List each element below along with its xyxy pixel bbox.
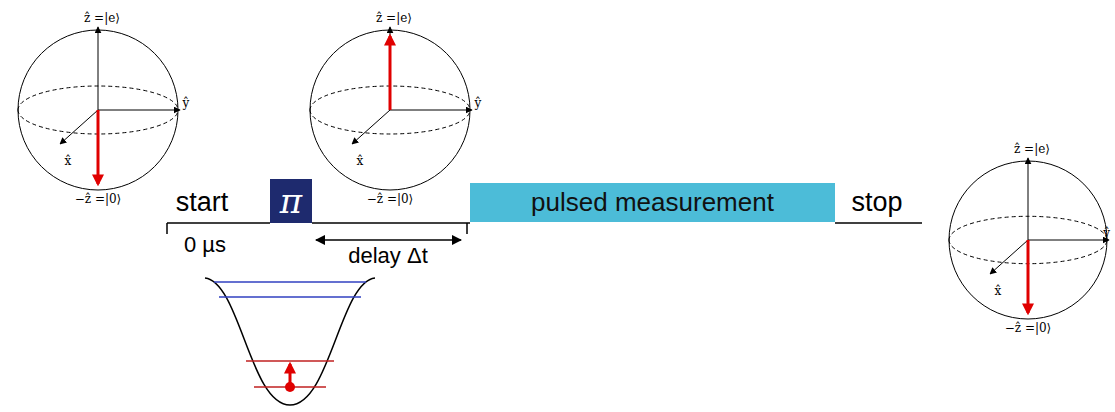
timeline: [167, 223, 922, 240]
axis-label: −ẑ =|0⟩: [367, 193, 414, 206]
x-axis: [352, 110, 390, 144]
x-axis: [60, 110, 98, 144]
node-text: π: [280, 181, 302, 221]
y-axis: [1028, 240, 1109, 241]
timeline-label: 0 µs: [184, 233, 226, 257]
y-axis: [98, 110, 180, 111]
axis-label: x̂: [995, 285, 1002, 298]
z-axis: [390, 27, 391, 110]
equator-front: [310, 110, 470, 134]
axis-label: ŷ: [183, 97, 190, 110]
timeline-label: start: [176, 188, 229, 218]
axis-label: x̂: [357, 155, 364, 168]
y-axis: [390, 110, 472, 111]
axis-label: ẑ =|e⟩: [84, 12, 120, 25]
z-axis: [1028, 158, 1029, 240]
axis-label: −ẑ =|0⟩: [75, 193, 122, 206]
state-vector: [1027, 240, 1030, 313]
z-axis: [98, 27, 99, 110]
state-vector: [97, 110, 100, 184]
measurement-box: pulsed measurement: [470, 183, 835, 222]
axis-label: ẑ =|e⟩: [376, 12, 412, 25]
axis-label: −ẑ =|0⟩: [1005, 322, 1052, 335]
state-vector: [389, 36, 392, 110]
timeline-label: stop: [851, 188, 902, 218]
axis-label: ẑ =|e⟩: [1014, 143, 1050, 156]
x-axis: [990, 240, 1028, 274]
axis-label: x̂: [65, 155, 72, 168]
axis-label: ŷ: [1103, 227, 1110, 240]
node-text: pulsed measurement: [531, 187, 774, 218]
axis-label: ŷ: [475, 97, 482, 110]
timeline-label: delay Δt: [348, 244, 428, 268]
pulse-box: π: [270, 179, 312, 223]
potential-well: [205, 278, 375, 405]
